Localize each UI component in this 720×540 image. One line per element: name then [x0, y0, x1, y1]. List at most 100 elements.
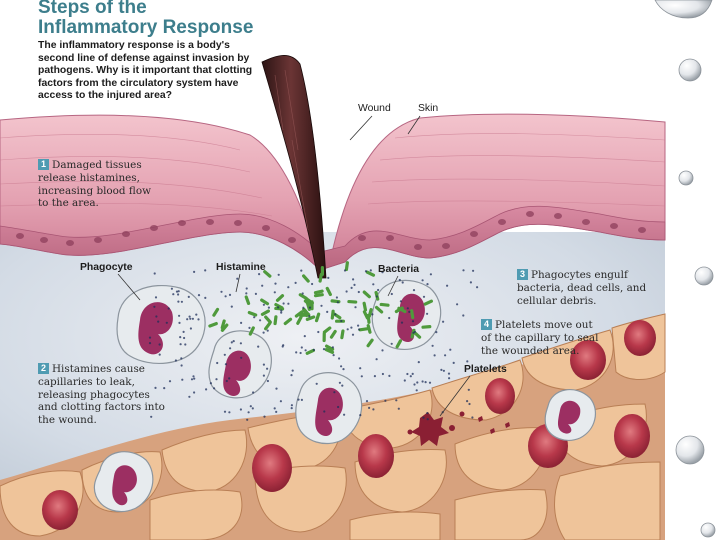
bacterium [366, 338, 374, 348]
thorn-object [261, 55, 327, 279]
bubble-decoration [678, 58, 702, 82]
bacterium [335, 319, 345, 323]
histamine-dot [357, 290, 360, 294]
step-text: Platelets move out of the capillary to s… [481, 319, 599, 357]
histamine-dot [150, 415, 153, 418]
label-wound: Wound [358, 103, 391, 114]
histamine-dot [371, 313, 374, 316]
histamine-dot [209, 382, 212, 385]
histamine-dot [429, 273, 432, 276]
title-line-2: Inflammatory Response [38, 17, 254, 38]
histamine-dot [172, 293, 175, 296]
histamine-dot [384, 399, 387, 402]
step-text: Phagocytes engulf bacteria, dead cells, … [517, 269, 647, 307]
histamine-dot [245, 287, 248, 290]
bacterium [314, 312, 321, 323]
histamine-dot [338, 357, 341, 360]
histamine-dot [340, 365, 343, 368]
histamine-dot [158, 353, 161, 356]
histamine-dot [469, 281, 472, 284]
step-number-badge: 2 [38, 363, 49, 374]
bacterium [410, 309, 415, 320]
histamine-dot [230, 341, 233, 344]
histamine-dot [192, 375, 195, 378]
histamine-dot [426, 283, 429, 286]
histamine-dot [446, 284, 449, 287]
phagocyte-cell [116, 284, 206, 365]
histamine-dot [155, 315, 158, 318]
histamine-dot [213, 387, 216, 390]
histamine-dot [301, 292, 304, 295]
bacterium [275, 294, 285, 302]
histamine-dot [300, 269, 303, 272]
bacterium [220, 319, 226, 330]
histamine-dot [299, 351, 302, 355]
histamine-dot [266, 367, 269, 370]
histamine-dot [193, 391, 196, 394]
histamine-dot [300, 398, 303, 401]
histamine-dot [223, 410, 227, 413]
histamine-dot [189, 317, 192, 320]
histamine-dot [416, 381, 419, 384]
histamine-dot [472, 269, 475, 272]
histamine-dot [249, 405, 252, 408]
histamine-dot [287, 302, 290, 305]
histamine-dot [411, 320, 415, 323]
histamine-dot [236, 277, 239, 280]
histamine-dot [240, 356, 243, 359]
histamine-dot [167, 307, 170, 310]
histamine-dot [228, 411, 231, 414]
histamine-dot [229, 347, 232, 350]
histamine-dot [223, 353, 226, 356]
histamine-dot [468, 402, 471, 406]
histamine-dot [449, 348, 452, 351]
bacterium [413, 330, 422, 339]
histamine-dot [358, 328, 361, 331]
red-blood-cell [252, 444, 292, 492]
histamine-dot [193, 377, 196, 380]
bacteria-group [208, 261, 433, 355]
bacterium [374, 305, 384, 314]
histamine-dot [400, 321, 404, 324]
histamine-dot [197, 318, 200, 321]
histamine-dot [170, 287, 173, 290]
histamine-dot [280, 309, 283, 312]
histamine-dot [342, 368, 345, 371]
histamine-dot [401, 281, 404, 284]
histamine-dot [340, 319, 343, 323]
label-phagocyte: Phagocyte [80, 262, 133, 273]
histamine-dot [197, 294, 201, 297]
histamine-dot [471, 416, 474, 419]
histamine-dot [158, 343, 161, 346]
bacterium [263, 270, 272, 278]
histamine-dot [315, 382, 318, 385]
histamine-dot [232, 340, 235, 343]
histamine-dot [331, 346, 334, 349]
histamine-dot [381, 271, 384, 274]
histamine-dot [266, 379, 269, 383]
histamine-dot [422, 295, 426, 298]
histamine-dot [372, 408, 375, 411]
histamine-dot [183, 336, 186, 340]
bacterium [423, 299, 433, 306]
histamine-dot [433, 354, 436, 357]
phagocyte-cell [544, 389, 597, 441]
histamine-dot [253, 316, 256, 319]
histamine-dot [417, 361, 420, 364]
histamine-dot [191, 317, 194, 320]
bacterium [264, 321, 272, 331]
histamine-dot [275, 410, 278, 413]
histamine-dot [275, 387, 278, 390]
histamine-dot [177, 290, 180, 293]
histamine-dot [153, 272, 156, 275]
step-number-badge: 4 [481, 319, 492, 330]
histamine-dot [282, 302, 285, 305]
histamine-dot [280, 311, 283, 314]
histamine-dot [395, 399, 398, 402]
step-number-badge: 3 [517, 269, 528, 280]
histamine-dot [408, 310, 411, 313]
bacterium [344, 261, 349, 272]
histamine-dot [421, 380, 424, 383]
